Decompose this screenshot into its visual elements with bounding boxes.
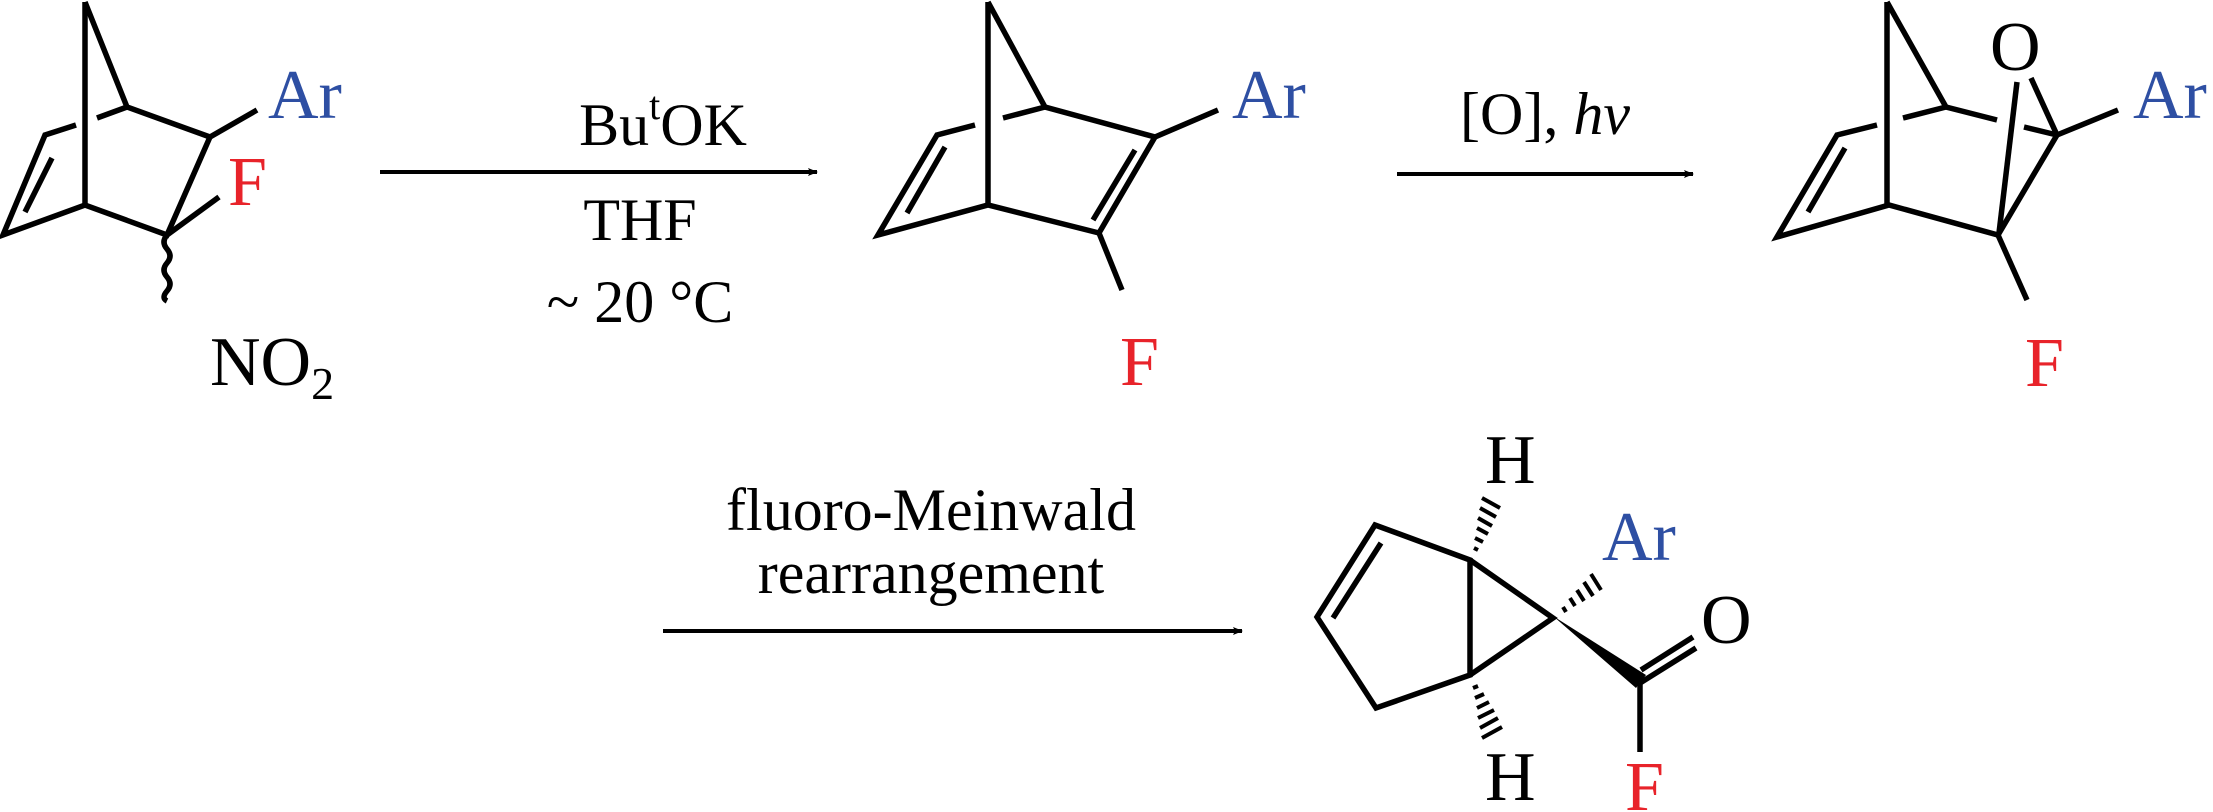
hydrogen-top-label: H (1485, 422, 1536, 499)
wavy-bond (161, 233, 173, 304)
aryl-label: Ar (2133, 57, 2207, 134)
oxygen-label: O (1990, 9, 2041, 86)
wedge-bond (1553, 616, 1646, 688)
hashed-bond-aryl (1561, 572, 1603, 614)
fluorine-label: F (1625, 749, 1664, 812)
hashed-bond-bottom (1472, 684, 1503, 740)
reaction-arrow-3: fluoro-Meinwald rearrangement (663, 477, 1243, 635)
reagent-temperature: ~ 20 °C (547, 269, 733, 335)
reaction-arrow-2: [O], hν (1397, 81, 1694, 178)
fluorine-label: F (1120, 324, 1159, 401)
molecule-fluoronorbornadiene: Ar F (872, 0, 1306, 401)
reaction-arrow-1: ButOK THF ~ 20 °C (380, 83, 818, 335)
reaction-name-line1: fluoro-Meinwald (726, 477, 1136, 543)
aryl-label: Ar (1232, 57, 1306, 134)
oxygen-label: O (1701, 582, 1752, 659)
aryl-label: Ar (1602, 499, 1676, 576)
nitro-label: NO2 (210, 324, 334, 409)
hydrogen-bottom-label: H (1485, 739, 1536, 812)
reaction-name-line2: rearrangement (758, 540, 1105, 606)
reagent-solvent: THF (583, 187, 696, 253)
molecule-fluoroepoxide: O Ar F (1771, 0, 2207, 402)
aryl-label: Ar (268, 57, 342, 134)
reagent-oxidation: [O], hν (1460, 81, 1630, 147)
molecule-acyl-fluoride-product: H H Ar O F (1313, 422, 1752, 812)
reagent-base: ButOK (579, 83, 747, 158)
molecule-nitro-norbornene: Ar F NO2 (0, 0, 342, 409)
hashed-bond-top (1473, 496, 1501, 552)
fluorine-label: F (2025, 325, 2064, 402)
fluorine-label: F (228, 144, 267, 221)
